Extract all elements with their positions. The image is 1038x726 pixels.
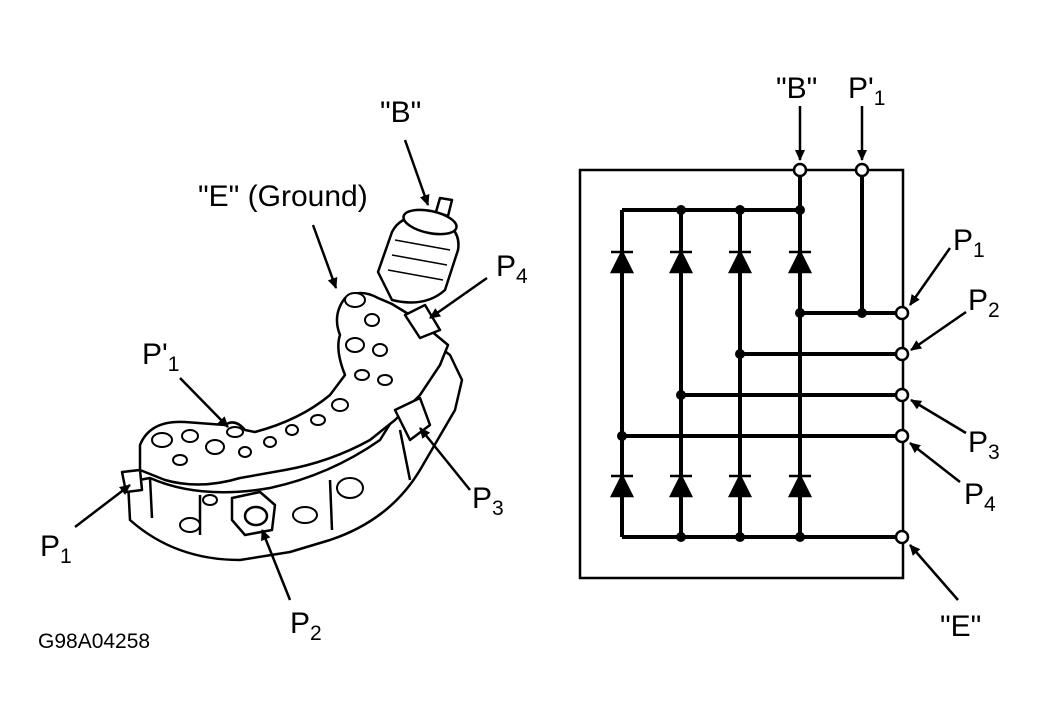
arrow-p1-prime: [179, 377, 229, 428]
label-b: "B": [380, 96, 421, 129]
s-label-b: "B": [776, 72, 817, 105]
terminal-p4: [894, 428, 910, 444]
drawing-callouts: [74, 139, 488, 601]
schematic-labels: "B" P'1 P1 P2 P3 P4 "E": [776, 72, 1000, 643]
label-p2: P2: [290, 607, 322, 645]
label-p3: P3: [472, 482, 504, 520]
label-p1-prime: P'1: [142, 338, 179, 376]
s-arrow-e: [909, 544, 959, 601]
junction-dots: [617, 205, 867, 542]
diode-upper-2: [668, 249, 694, 274]
heat-sink-plate: [138, 291, 450, 486]
terminal-p1-prime: [854, 162, 870, 178]
diode-upper-3: [727, 249, 753, 274]
holder-shell-edge: [148, 429, 412, 535]
terminal-lug-p4: [403, 303, 442, 340]
lower-diodes: [609, 473, 813, 498]
b-terminal-stripes: [387, 239, 451, 281]
arrow-p1: [74, 484, 131, 528]
terminal-p2: [894, 346, 910, 362]
drawing-labels: "B" "E" (Ground) P4 P'1 P1 P2 P3: [40, 96, 528, 645]
schematic-callouts: [795, 106, 967, 601]
label-p4: P4: [496, 250, 528, 288]
diode-upper-4: [787, 249, 813, 274]
s-label-p4: P4: [964, 478, 996, 516]
s-label-p3: P3: [968, 426, 1000, 464]
diode-lower-1: [609, 473, 635, 498]
arrow-p4: [429, 276, 488, 320]
terminal-p1: [894, 305, 910, 321]
label-e-ground: "E" (Ground): [198, 180, 368, 213]
arrow-e-ground: [311, 224, 338, 289]
terminal-screw-p2: [243, 505, 269, 527]
plate-holes: [151, 292, 393, 533]
terminal-points: [792, 162, 910, 545]
arrow-p2: [260, 529, 292, 601]
diode-lower-2: [668, 473, 694, 498]
arrow-b: [403, 139, 430, 206]
s-label-e: "E": [940, 610, 981, 643]
rectifier-schematic: [578, 106, 967, 601]
s-arrow-p1: [908, 247, 952, 306]
s-arrow-p4: [909, 442, 961, 483]
terminal-e: [894, 529, 910, 545]
upper-diodes: [609, 249, 813, 274]
figure-code: G98A04258: [38, 630, 150, 653]
label-p1: P1: [40, 530, 72, 568]
s-arrow-p3: [910, 398, 967, 435]
s-label-p1: P1: [953, 224, 985, 262]
diode-lower-3: [727, 473, 753, 498]
terminal-p3: [894, 387, 910, 403]
diode-lower-4: [787, 473, 813, 498]
b-terminal-stud: [434, 196, 454, 218]
s-arrow-p2: [910, 310, 967, 352]
arrow-p3: [419, 427, 471, 491]
rectifier-holder-drawing: [120, 196, 464, 562]
s-label-p2: P2: [968, 284, 1000, 322]
b-terminal-top: [402, 208, 458, 236]
diode-upper-1: [609, 249, 635, 274]
schematic-buses: [620, 170, 900, 539]
s-label-p1-prime: P'1: [848, 72, 885, 110]
terminal-b: [792, 162, 808, 178]
